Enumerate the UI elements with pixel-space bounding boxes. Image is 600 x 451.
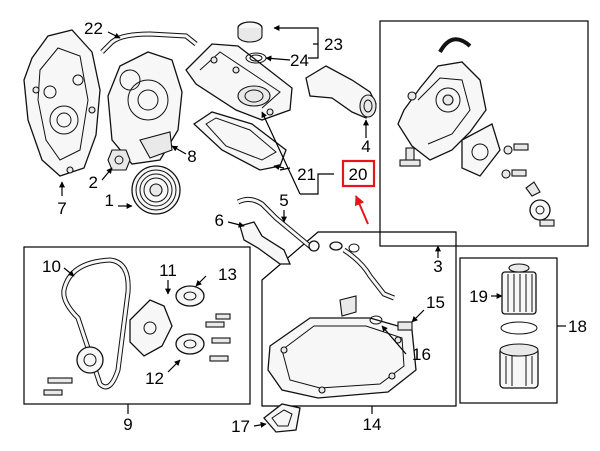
callout-15: 15 — [426, 293, 445, 312]
oil-filter-element — [501, 263, 537, 315]
callout-19: 19 — [469, 287, 488, 306]
pcv-hose — [100, 31, 198, 54]
valve-cover — [185, 43, 293, 121]
ventilation-tube — [305, 65, 377, 119]
callout-1: 1 — [105, 191, 114, 210]
timing-cover — [23, 29, 101, 177]
callout-13: 13 — [218, 265, 237, 284]
oil-pump-sprocket — [525, 181, 551, 221]
callout-23: 23 — [324, 35, 343, 54]
callout-16: 16 — [412, 345, 431, 364]
callout-4: 4 — [361, 137, 370, 156]
tensioner-pulley — [175, 285, 205, 307]
timing-bolts — [43, 313, 231, 396]
belt-tensioner-bracket — [129, 299, 173, 357]
inner-timing-cover — [107, 51, 183, 165]
callout-24: 24 — [290, 51, 309, 70]
oil-filler-cap — [237, 21, 263, 43]
crank-pulley — [131, 165, 181, 215]
oil-filter-seal — [500, 321, 538, 335]
callout-7: 7 — [57, 199, 66, 218]
callout-12: 12 — [145, 369, 164, 388]
idler-pulley — [175, 333, 205, 355]
callout-8: 8 — [187, 147, 196, 166]
callout-18: 18 — [568, 317, 587, 336]
crank-sprocket — [76, 346, 104, 374]
callout-20: 20 — [349, 165, 368, 184]
oil-filter-group-box — [459, 257, 558, 404]
highlight-arrow — [354, 195, 369, 225]
callout-2: 2 — [89, 173, 98, 192]
callout-10: 10 — [42, 257, 61, 276]
crank-seal — [107, 149, 131, 171]
highlight-box — [341, 159, 376, 188]
oil-pump-group-box — [379, 20, 589, 247]
callout-14: 14 — [363, 415, 382, 434]
callout-6: 6 — [215, 211, 224, 230]
oil-pump-bolts — [399, 143, 555, 227]
oil-pickup-tube — [329, 241, 395, 301]
callout-21: 21 — [297, 165, 316, 184]
callout-17: 17 — [231, 417, 250, 436]
timing-belt — [61, 257, 131, 390]
callout-3: 3 — [433, 257, 442, 276]
callout-9: 9 — [123, 415, 132, 434]
timing-belt-group-box — [23, 246, 251, 405]
oil-level-bracket — [263, 403, 301, 433]
leader-lines — [59, 25, 566, 428]
dipstick-tube — [236, 196, 320, 265]
oil-filter-cap — [499, 343, 539, 389]
oil-pan-group-box — [261, 231, 457, 407]
callout-11: 11 — [159, 261, 177, 280]
callout-22: 22 — [84, 19, 103, 38]
oil-pan — [267, 317, 417, 399]
callout-5: 5 — [279, 191, 288, 210]
pan-plug-parts — [339, 295, 413, 331]
valve-cover-gasket — [192, 111, 287, 171]
oil-pump-assembly — [397, 37, 501, 177]
